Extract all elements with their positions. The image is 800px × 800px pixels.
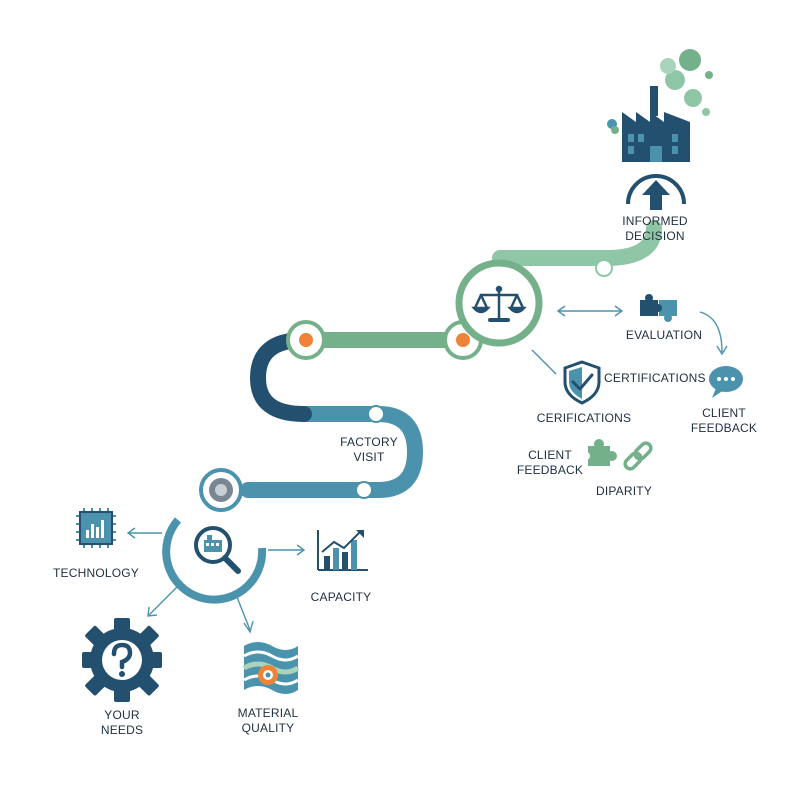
label-cerifications: CERIFICATIONS bbox=[532, 411, 636, 426]
label-material-quality: MATERIAL QUALITY bbox=[226, 706, 310, 736]
material-layers-icon bbox=[242, 642, 300, 694]
shield-check-icon bbox=[563, 360, 601, 405]
arrowhead bbox=[716, 345, 728, 356]
arrowhead bbox=[556, 305, 566, 317]
label-informed-decision: INFORMED DECISION bbox=[610, 214, 700, 244]
puzzle-icon bbox=[640, 294, 677, 322]
connector-line bbox=[531, 349, 557, 375]
label-line: FEEDBACK bbox=[690, 421, 758, 435]
roadmap-path bbox=[240, 220, 662, 498]
balance-scale-icon bbox=[471, 285, 527, 322]
arrowhead bbox=[296, 544, 306, 556]
label-line: DIPARITY bbox=[595, 484, 653, 498]
up-arrow-icon bbox=[626, 174, 686, 210]
label-line: TECHNOLOGY bbox=[52, 566, 139, 580]
label-line: CLIENT bbox=[702, 406, 746, 420]
label-line: NEEDS bbox=[100, 723, 144, 737]
path-segment-green-upper bbox=[492, 220, 662, 266]
arrowhead bbox=[126, 527, 136, 539]
label-client-feedback-left: CLIENT FEEDBACK bbox=[512, 448, 588, 478]
label-line: CLIENT bbox=[528, 448, 572, 462]
arrowhead bbox=[243, 620, 254, 634]
chip-icon bbox=[76, 508, 116, 548]
magnifier-factory-icon bbox=[194, 526, 241, 574]
label-line: MATERIAL bbox=[237, 706, 299, 720]
label-line: QUALITY bbox=[241, 721, 295, 735]
gear-question-icon bbox=[82, 618, 162, 702]
label-line: INFORMED bbox=[622, 214, 688, 228]
milestone-node bbox=[286, 320, 326, 360]
label-line: CERIFICATIONS bbox=[536, 411, 632, 425]
factory-icon bbox=[607, 49, 713, 162]
label-line: YOUR bbox=[104, 708, 140, 722]
connector-line bbox=[699, 311, 723, 353]
path-segment-navy bbox=[249, 332, 312, 422]
bar-chart-icon bbox=[317, 530, 368, 571]
path-dot bbox=[367, 405, 385, 423]
chat-bubble-icon bbox=[709, 366, 743, 398]
arrowhead bbox=[147, 606, 158, 617]
label-line: FEEDBACK bbox=[516, 463, 584, 477]
label-evaluation: EVALUATION bbox=[612, 328, 716, 343]
label-capacity: CAPACITY bbox=[296, 590, 386, 605]
label-line: CERTIFICATIONS bbox=[604, 371, 706, 385]
label-factory-visit: FACTORY VISIT bbox=[326, 435, 412, 465]
label-certifications-right: CERTIFICATIONS bbox=[604, 371, 706, 386]
start-node bbox=[199, 468, 243, 512]
label-line: DECISION bbox=[625, 229, 685, 243]
label-line: FACTORY bbox=[340, 435, 398, 449]
label-line: VISIT bbox=[353, 450, 385, 464]
connector-line bbox=[147, 585, 179, 617]
label-your-needs: YOUR NEEDS bbox=[86, 708, 158, 738]
chain-link-icon bbox=[623, 441, 653, 471]
path-dots bbox=[355, 259, 613, 499]
puzzle-green-icon bbox=[582, 439, 617, 466]
path-segment-teal bbox=[240, 406, 424, 498]
path-dot bbox=[355, 481, 373, 499]
label-client-feedback-right: CLIENT FEEDBACK bbox=[682, 406, 766, 436]
label-diparity: DIPARITY bbox=[586, 484, 662, 499]
connector-line bbox=[234, 591, 251, 631]
path-dot bbox=[595, 259, 613, 277]
arrowhead bbox=[614, 305, 624, 317]
label-line: CAPACITY bbox=[310, 590, 372, 604]
label-technology: TECHNOLOGY bbox=[44, 566, 148, 581]
connector-arrows bbox=[126, 305, 728, 634]
label-line: EVALUATION bbox=[625, 328, 703, 342]
